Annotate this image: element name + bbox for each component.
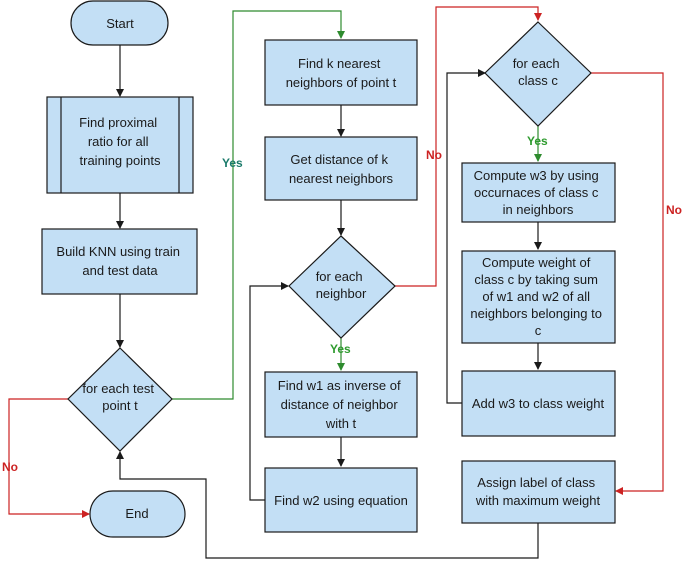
compute-w3-process: Compute w3 by using occurnaces of class … (461, 162, 616, 223)
proximal-label: Find proximal ratio for all training poi… (79, 115, 161, 168)
edge-w2-loop-to-neighbor (249, 282, 289, 501)
compute-weight-process: Compute weight of class c by taking sum … (461, 250, 616, 344)
assign-label: Assign label of class with maximum weigh… (475, 475, 601, 508)
add-w3-label: Add w3 to class weight (472, 396, 605, 411)
end-label: End (125, 506, 148, 521)
find-w2-label: Find w2 using equation (274, 493, 408, 508)
edge-labels: Yes No No Yes Yes No (2, 134, 682, 474)
find-w2-process: Find w2 using equation (264, 467, 418, 533)
get-distance-process: Get distance of k nearest neighbors (264, 136, 418, 201)
compute-weight-label: Compute weight of class c by taking sum … (470, 255, 605, 338)
label-no-neighbor: No (426, 148, 442, 162)
each-neighbor-label: for each neighbor (316, 269, 367, 301)
label-yes-class: Yes (527, 134, 548, 148)
each-test-decision: for each test point t (67, 347, 173, 452)
nodes: Start Find proximal ratio for all traini… (41, 0, 616, 538)
assign-label-process: Assign label of class with maximum weigh… (461, 460, 616, 524)
each-test-label: for each test point t (82, 381, 157, 413)
start-terminator: Start (70, 0, 169, 46)
find-w1-label: Find w1 as inverse of distance of neighb… (278, 378, 404, 431)
find-w1-process: Find w1 as inverse of distance of neighb… (264, 371, 418, 438)
label-yes-neighbor: Yes (330, 342, 351, 356)
find-k-process: Find k nearest neighbors of point t (264, 39, 418, 106)
find-k-label: Find k nearest neighbors of point t (286, 56, 397, 90)
edge-neighbor-no-to-class (395, 6, 542, 287)
build-knn-label: Build KNN using train and test data (56, 244, 183, 278)
label-no-class: No (666, 203, 682, 217)
compute-w3-label: Compute w3 by using occurnaces of class … (474, 168, 603, 217)
edge-class-no-to-assign (591, 72, 664, 495)
each-class-decision: for each class c (484, 21, 592, 127)
edges (8, 6, 664, 559)
build-knn-process: Build KNN using train and test data (41, 228, 198, 295)
label-yes-test: Yes (222, 156, 243, 170)
label-no-test: No (2, 460, 18, 474)
proximal-process: Find proximal ratio for all training poi… (46, 96, 194, 194)
edge-test-no-to-end (8, 398, 90, 518)
start-label: Start (106, 16, 134, 31)
edge-add-loop-to-class (446, 69, 486, 404)
each-class-label: for each class c (513, 56, 564, 88)
add-w3-process: Add w3 to class weight (461, 370, 616, 437)
end-terminator: End (89, 490, 186, 538)
edge-test-yes-to-findk (172, 10, 345, 400)
edge-assign-loop-to-test (116, 451, 539, 559)
get-distance-label: Get distance of k nearest neighbors (289, 152, 394, 186)
each-neighbor-decision: for each neighbor (288, 235, 396, 339)
